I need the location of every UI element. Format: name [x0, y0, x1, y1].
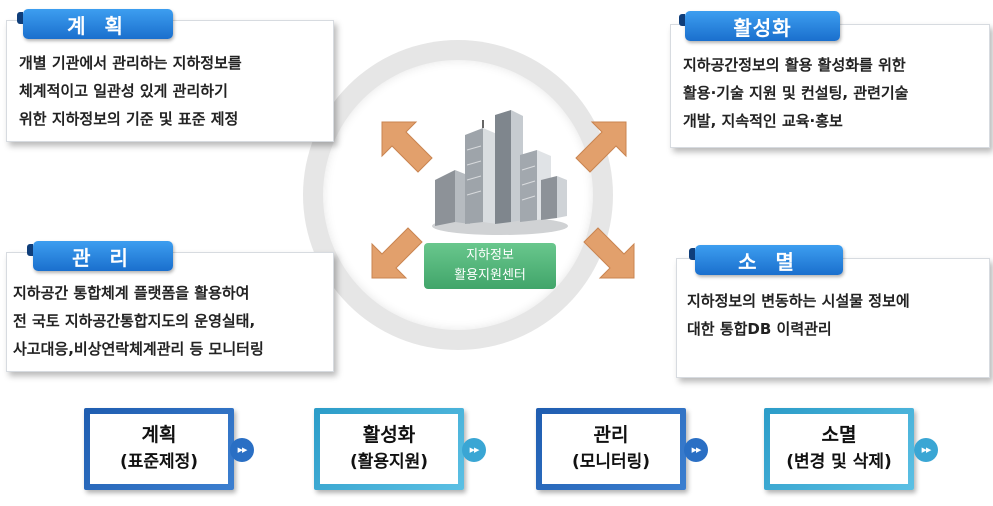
arrow-down-right-icon [583, 227, 635, 279]
step-activate: 활성화 (활용지원) [314, 408, 464, 490]
panel-activate-line: 개발, 지속적인 교육·홍보 [683, 112, 843, 130]
step-title: 활성화 [362, 424, 416, 446]
panel-extinct: 소 멸 지하정보의 변동하는 시설물 정보에 대한 통합DB 이력관리 [676, 245, 990, 378]
step-manage: 관리 (모니터링) [536, 408, 686, 490]
step-subtitle: (활용지원) [349, 452, 429, 472]
panel-manage-tab: 관 리 [27, 241, 173, 271]
city-buildings-icon [432, 110, 568, 235]
panel-activate-line: 지하공간정보의 활용 활성화를 위한 [683, 56, 906, 74]
panel-plan-line: 위한 지하정보의 기준 및 표준 제정 [19, 110, 239, 128]
panel-plan: 계 획 개별 기관에서 관리하는 지하정보를 체계적이고 일관성 있게 관리하기… [6, 9, 334, 142]
arrow-up-right-icon [575, 121, 627, 173]
arrow-up-left-icon [381, 121, 433, 173]
panel-plan-body: 개별 기관에서 관리하는 지하정보를 체계적이고 일관성 있게 관리하기 위한 … [19, 49, 242, 133]
panel-activate-line: 활용·기술 지원 및 컨설팅, 관련기술 [683, 84, 909, 102]
panel-plan-line: 체계적이고 일관성 있게 관리하기 [19, 82, 228, 100]
support-center-badge: 지하정보 활용지원센터 [424, 243, 556, 289]
panel-activate-tab: 활성화 [679, 11, 840, 41]
center-line1: 지하정보 [466, 248, 514, 263]
panel-plan-line: 개별 기관에서 관리하는 지하정보를 [19, 54, 242, 72]
step-subtitle: (모니터링) [571, 452, 651, 472]
panel-activate: 활성화 지하공간정보의 활용 활성화를 위한 활용·기술 지원 및 컨설팅, 관… [670, 11, 990, 148]
panel-plan-tab: 계 획 [17, 9, 173, 39]
step-plan: 계획 (표준제정) [84, 408, 234, 490]
panel-extinct-body: 지하정보의 변동하는 시설물 정보에 대한 통합DB 이력관리 [687, 287, 910, 343]
arrow-down-left-icon [371, 227, 423, 279]
step-title: 관리 [593, 424, 629, 446]
next-icon: ▶▶ [462, 438, 486, 462]
next-icon: ▶▶ [684, 438, 708, 462]
step-subtitle: (표준제정) [119, 452, 199, 472]
step-extinct: 소멸 (변경 및 삭제) [764, 408, 914, 490]
next-icon: ▶▶ [230, 438, 254, 462]
panel-activate-body: 지하공간정보의 활용 활성화를 위한 활용·기술 지원 및 컨설팅, 관련기술 … [683, 51, 909, 135]
center-line2: 활용지원센터 [454, 268, 526, 283]
next-icon: ▶▶ [914, 438, 938, 462]
panel-manage: 관 리 지하공간 통합체계 플랫폼을 활용하여 전 국토 지하공간통합지도의 운… [6, 241, 334, 372]
panel-extinct-line: 대한 통합DB 이력관리 [687, 320, 832, 338]
step-subtitle: (변경 및 삭제) [786, 452, 892, 472]
step-title: 계획 [141, 424, 177, 446]
panel-manage-line: 사고대응,비상연락체계관리 등 모니터링 [13, 340, 264, 358]
panel-extinct-line: 지하정보의 변동하는 시설물 정보에 [687, 292, 910, 310]
panel-manage-body: 지하공간 통합체계 플랫폼을 활용하여 전 국토 지하공간통합지도의 운영실태,… [13, 279, 264, 363]
panel-manage-line: 전 국토 지하공간통합지도의 운영실태, [13, 312, 256, 330]
step-title: 소멸 [821, 424, 857, 446]
panel-manage-line: 지하공간 통합체계 플랫폼을 활용하여 [13, 284, 250, 302]
panel-extinct-tab: 소 멸 [689, 245, 843, 275]
